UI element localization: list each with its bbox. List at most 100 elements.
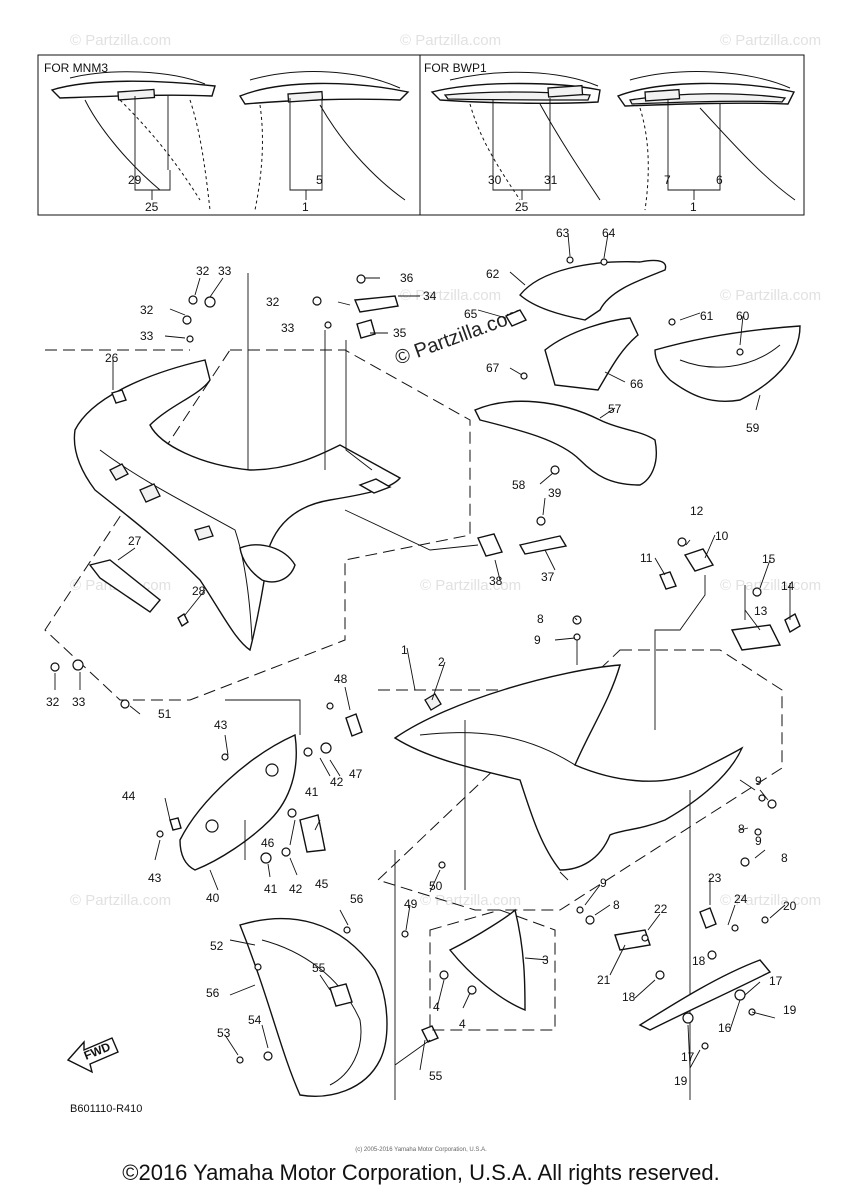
callout-label: 41: [264, 882, 278, 896]
diagram-code: B601110-R410: [70, 1103, 142, 1115]
callout-label: 12: [690, 504, 704, 518]
callout-label: 65: [464, 307, 478, 321]
callout-label: 66: [630, 377, 644, 391]
callout-label: 39: [548, 486, 562, 500]
callout-label: 3: [542, 953, 549, 967]
callout-label: 57: [608, 402, 622, 416]
watermark-center: © Partzilla.com: [392, 303, 526, 370]
callout-label: 60: [736, 309, 750, 323]
callout-label: 52: [210, 939, 224, 953]
watermark: © Partzilla.com: [400, 32, 501, 49]
callout-label: 1: [302, 200, 309, 214]
inset-box-bwp1: FOR BWP1 30 31 25 7 6 1: [419, 54, 805, 216]
copyright-footer: ©2016 Yamaha Motor Corporation, U.S.A. A…: [122, 1160, 720, 1185]
callout-label: 34: [423, 289, 437, 303]
callout-label: 32: [196, 264, 210, 278]
callout-label: 30: [488, 173, 502, 187]
callout-label: 15: [762, 552, 776, 566]
watermark: © Partzilla.com: [720, 287, 821, 304]
callout-label: 4: [459, 1017, 466, 1031]
callout-label: 8: [613, 898, 620, 912]
watermark: © Partzilla.com: [420, 892, 521, 909]
callout-label: 9: [755, 774, 762, 788]
callout-label: 43: [148, 871, 162, 885]
callout-label: 17: [769, 974, 783, 988]
callout-label: 55: [429, 1069, 443, 1083]
callout-label: 43: [214, 718, 228, 732]
watermark: © Partzilla.com: [720, 892, 821, 909]
callout-label: 2: [438, 655, 445, 669]
callout-label: 8: [781, 851, 788, 865]
callout-label: 19: [783, 1003, 797, 1017]
callout-label: 8: [537, 612, 544, 626]
callout-label: 19: [674, 1074, 688, 1088]
callout-label: 21: [597, 973, 611, 987]
inset-title: FOR BWP1: [424, 61, 487, 75]
callout-label: 56: [206, 986, 220, 1000]
callout-label: 8: [738, 822, 745, 836]
callout-label: 9: [534, 633, 541, 647]
callout-label: 7: [664, 173, 671, 187]
callout-label: 36: [400, 271, 414, 285]
callout-label: 32: [140, 303, 154, 317]
callout-label: 9: [755, 834, 762, 848]
copyright-notice-small: (c) 2005-2016 Yamaha Motor Corporation, …: [355, 1147, 487, 1153]
callout-label: 47: [349, 767, 363, 781]
callout-label: 54: [248, 1013, 262, 1027]
callout-label: 18: [692, 954, 706, 968]
watermark: © Partzilla.com: [70, 892, 171, 909]
callout-label: 40: [206, 891, 220, 905]
callout-label: 33: [140, 329, 154, 343]
watermark: © Partzilla.com: [420, 577, 521, 594]
callout-label: 33: [72, 695, 86, 709]
callout-label: 31: [544, 173, 558, 187]
callout-label: 59: [746, 421, 760, 435]
callout-label: 33: [218, 264, 232, 278]
callout-label: 49: [404, 897, 418, 911]
inset-box-mnm3: FOR MNM3 29 25 5 1: [37, 54, 421, 216]
callout-label: 27: [128, 534, 142, 548]
callout-label: 45: [315, 877, 329, 891]
callout-label: 61: [700, 309, 714, 323]
callout-label: 20: [783, 899, 797, 913]
callout-label: 50: [429, 879, 443, 893]
callout-label: 14: [781, 579, 795, 593]
callout-label: 13: [754, 604, 768, 618]
callout-label: 33: [281, 321, 295, 335]
watermark: © Partzilla.com: [400, 287, 501, 304]
callout-label: 25: [145, 200, 159, 214]
callout-label: 42: [330, 775, 344, 789]
callout-label: 44: [122, 789, 136, 803]
callout-label: 67: [486, 361, 500, 375]
callout-label: 24: [734, 892, 748, 906]
part-drawings: FWD: [44, 233, 801, 1100]
fwd-arrow-icon: FWD: [66, 1037, 119, 1074]
callout-label: 53: [217, 1026, 231, 1040]
callout-label: 1: [690, 200, 697, 214]
callout-label: 16: [718, 1021, 732, 1035]
callout-label: 11: [640, 551, 653, 565]
callout-label: 6: [716, 173, 723, 187]
callout-label: 18: [622, 990, 636, 1004]
callout-label: 37: [541, 570, 555, 584]
callout-label: 38: [489, 574, 503, 588]
callout-label: 32: [46, 695, 60, 709]
callout-label: 23: [708, 871, 722, 885]
callout-label: 10: [715, 529, 729, 543]
callout-label: 56: [350, 892, 364, 906]
callout-label: 5: [316, 173, 323, 187]
callout-label: 62: [486, 267, 500, 281]
callout-label: 32: [266, 295, 280, 309]
callout-label: 26: [105, 351, 119, 365]
callout-label: 29: [128, 173, 142, 187]
inset-title: FOR MNM3: [44, 61, 108, 75]
watermark: © Partzilla.com: [70, 32, 171, 49]
callout-label: 1: [401, 643, 408, 657]
callout-label: 48: [334, 672, 348, 686]
callout-label: 28: [192, 584, 206, 598]
callout-label: 25: [515, 200, 529, 214]
callout-label: 58: [512, 478, 526, 492]
callout-label: 41: [305, 785, 319, 799]
